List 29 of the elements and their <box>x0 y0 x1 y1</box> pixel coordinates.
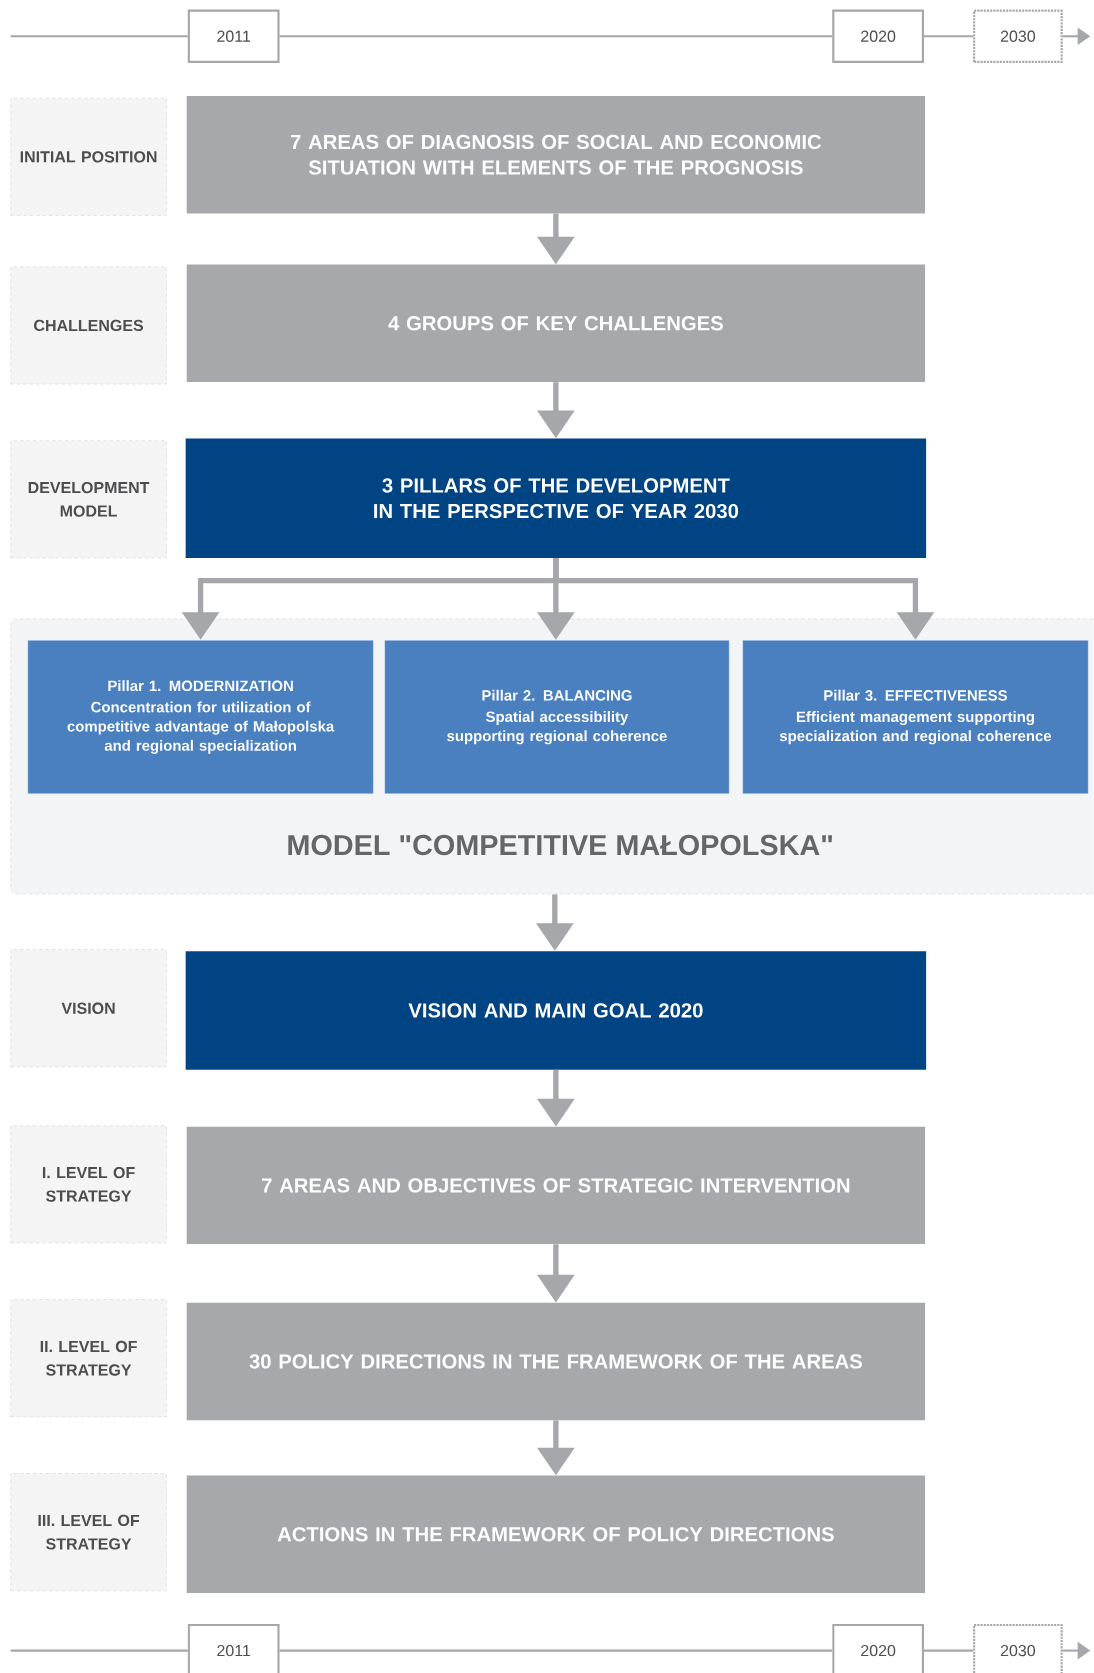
pillar-box: Pillar 2. BALANCING Spatial accessibility supporting regional coherence <box>384 639 730 795</box>
year-box: 2020 <box>832 9 925 63</box>
timeline-line <box>279 1649 833 1652</box>
process-box: VISION AND MAIN GOAL 2020 <box>185 951 927 1070</box>
year-box: 2030 <box>973 1623 1063 1673</box>
stage-label-box: III. LEVEL OF STRATEGY <box>10 1473 167 1592</box>
year-box: 2011 <box>187 9 280 63</box>
process-box: 4 GROUPS OF KEY CHALLENGES <box>186 264 926 382</box>
process-box: 30 POLICY DIRECTIONS IN THE FRAMEWORK OF THE AREAS <box>186 1302 926 1421</box>
process-box: ACTIONS IN THE FRAMEWORK OF POLICY DIRECTIONS <box>186 1475 926 1593</box>
pillar-box: Pillar 1. MODERNIZATION Concentration for utilization of competitive advantage of Małopolska and regional specialization <box>27 639 374 795</box>
timeline-line <box>924 35 974 38</box>
stage-label-box: VISION <box>10 949 167 1068</box>
timeline-line <box>279 35 833 38</box>
timeline-line <box>10 35 188 38</box>
year-box: 2030 <box>973 9 1063 63</box>
stage-label-box: II. LEVEL OF STRATEGY <box>10 1299 167 1418</box>
stage-label-box: I. LEVEL OF STRATEGY <box>10 1125 167 1244</box>
year-box: 2020 <box>832 1623 925 1673</box>
stage-label-box: INITIAL POSITION <box>10 97 167 216</box>
stage-label-box: DEVELOPMENT MODEL <box>10 440 167 559</box>
process-box: 7 AREAS AND OBJECTIVES OF STRATEGIC INTERVENTION <box>186 1126 926 1245</box>
pillar-box: Pillar 3. EFFECTIVENESS Efficient management supporting specialization and regional coherence <box>742 639 1089 795</box>
year-box: 2011 <box>187 1623 280 1673</box>
process-box: 7 AREAS OF DIAGNOSIS OF SOCIAL AND ECONOMIC SITUATION WITH ELEMENTS OF THE PROGNOSIS <box>186 96 926 214</box>
process-box: 3 PILLARS OF THE DEVELOPMENT IN THE PERSPECTIVE OF YEAR 2030 <box>185 438 927 559</box>
timeline-line <box>10 1649 188 1652</box>
stage-label-box: CHALLENGES <box>10 266 167 385</box>
timeline-line <box>924 1649 974 1652</box>
